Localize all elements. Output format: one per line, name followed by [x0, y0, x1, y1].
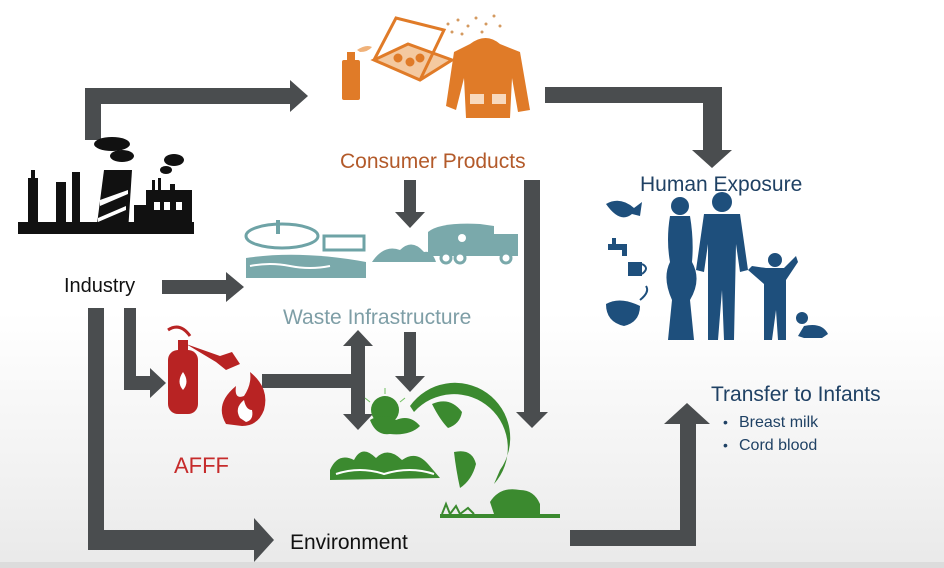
flame-icon — [221, 372, 266, 426]
waste-infrastructure-label: Waste Infrastructure — [283, 306, 472, 329]
consumer-products-label: Consumer Products — [340, 150, 526, 173]
rain-jacket-icon — [446, 14, 530, 118]
arrow-afff-connector — [262, 374, 352, 388]
arrow-consumer-to-human — [545, 87, 732, 168]
arrow-consumer-to-environment — [516, 180, 548, 428]
factory-icon — [18, 137, 194, 234]
bullet-cord-blood: Cord blood — [723, 434, 818, 457]
arrow-consumer-to-waste — [395, 180, 425, 228]
arrow-industry-to-afff — [124, 308, 166, 398]
arrow-afff-to-waste-and-environment — [343, 330, 373, 430]
arrow-waste-to-environment — [395, 332, 425, 392]
earth-nature-icon — [330, 382, 560, 518]
arrow-environment-to-infants — [570, 403, 710, 546]
industry-label: Industry — [64, 275, 136, 297]
bullet-breast-milk: Breast milk — [723, 411, 818, 434]
human-exposure-label: Human Exposure — [640, 173, 803, 196]
environment-label: Environment — [290, 531, 408, 554]
family-silhouette-icon — [666, 192, 828, 340]
wastewater-plant-icon — [244, 220, 366, 278]
landfill-icon — [372, 244, 436, 262]
arrow-industry-to-waste — [162, 272, 244, 302]
fire-extinguisher-icon — [167, 325, 240, 414]
fish-icon — [606, 200, 642, 218]
faucet-cup-icon — [608, 238, 647, 276]
bottom-strip — [0, 562, 944, 568]
transfer-bullets: Breast milk Cord blood — [723, 411, 818, 457]
afff-label: AFFF — [174, 453, 229, 478]
spray-can-icon — [342, 46, 372, 100]
garbage-truck-icon — [428, 223, 518, 265]
pizza-box-icon — [370, 16, 456, 82]
arrow-industry-to-environment — [88, 308, 274, 562]
arrow-industry-to-consumer — [85, 80, 308, 140]
dust-mask-icon — [606, 285, 649, 326]
transfer-to-infants-label: Transfer to Infants — [711, 383, 881, 406]
